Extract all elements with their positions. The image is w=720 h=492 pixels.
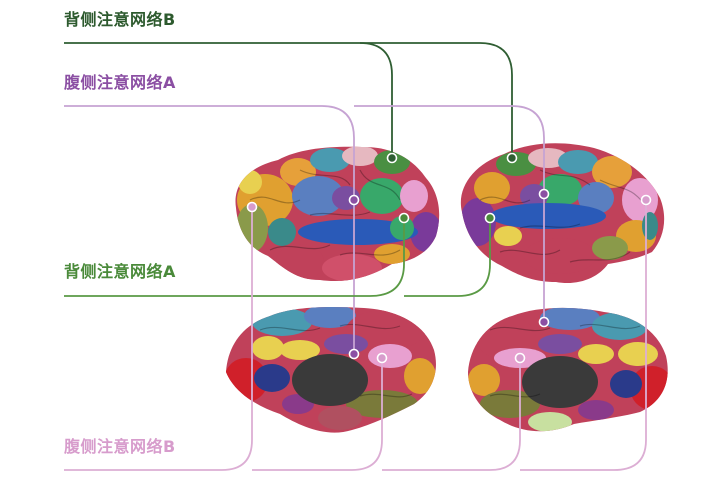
connector-ventral-a — [64, 105, 545, 354]
label-ventral-attention-a: 腹侧注意网络A — [64, 73, 176, 92]
brain-medial-right — [468, 307, 668, 432]
connector-ventral-b — [64, 200, 647, 471]
node-ventral-b-tr — [640, 194, 652, 206]
node-ventral-a-ml — [348, 348, 360, 360]
connector-dorsal-b — [64, 42, 513, 158]
label-dorsal-attention-a: 背侧注意网络A — [64, 262, 176, 281]
connector-dorsal-a — [64, 218, 491, 297]
node-ventral-a-right — [538, 188, 550, 200]
brain-medial-left — [226, 306, 436, 433]
node-dorsal-a-right — [484, 212, 496, 224]
node-ventral-b-ml — [376, 352, 388, 364]
node-markers — [246, 152, 652, 364]
node-dorsal-a-left — [398, 212, 410, 224]
label-ventral-attention-b: 腹侧注意网络B — [64, 437, 176, 456]
node-ventral-a-mr — [538, 316, 550, 328]
label-dorsal-attention-b: 背侧注意网络B — [64, 10, 176, 29]
brain-lateral-right — [460, 143, 665, 284]
brain-lateral-left — [235, 146, 440, 282]
node-ventral-b-mr — [514, 352, 526, 364]
node-ventral-a-left — [348, 194, 360, 206]
node-ventral-b-tl — [246, 201, 258, 213]
node-dorsal-b-left — [386, 152, 398, 164]
node-dorsal-b-right — [506, 152, 518, 164]
